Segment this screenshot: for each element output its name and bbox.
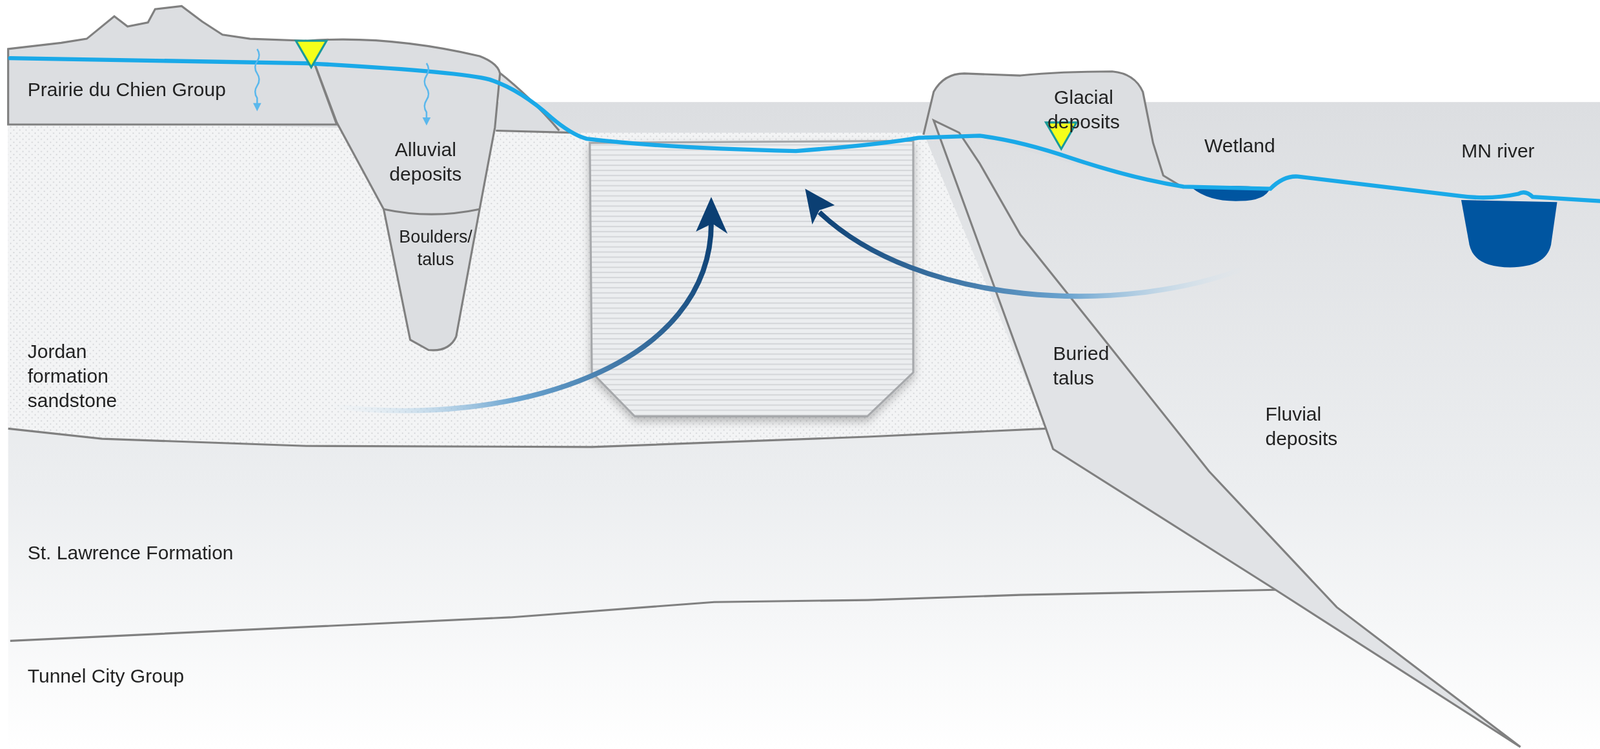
layer-label-box: Boulders/ talus: [389, 226, 482, 272]
layer-name: Tunnel City Group: [27, 664, 253, 690]
layer-label-box: Prairie du Chien Group: [27, 77, 273, 102]
layer-name: Boulders/ talus: [389, 226, 482, 272]
layer-name: Alluvial deposits: [374, 138, 477, 188]
layer-label-box: Jordan formation sandstone: [27, 338, 141, 416]
layer-label-box: Fluvial deposits: [1265, 402, 1368, 452]
layer-name: Buried talus: [1053, 342, 1145, 392]
layer-label-box: Buried talus: [1053, 342, 1145, 392]
water-body-label: Wetland: [1188, 133, 1291, 159]
water-body-label: MN river: [1447, 138, 1550, 164]
layer-name: Prairie du Chien Group: [27, 77, 273, 102]
layer-label-box: Tunnel City Group: [27, 664, 253, 690]
layer-name: Jordan formation sandstone: [27, 340, 141, 414]
layer-label-box: Glacial deposits: [1032, 85, 1135, 135]
layer-name: St. Lawrence Formation: [27, 540, 294, 566]
layer-label-box: Alluvial deposits: [374, 136, 477, 188]
layer-name: Fluvial deposits: [1265, 402, 1368, 452]
layer-label-box: St. Lawrence Formation: [27, 540, 294, 566]
layer-name: Glacial deposits: [1032, 85, 1135, 135]
